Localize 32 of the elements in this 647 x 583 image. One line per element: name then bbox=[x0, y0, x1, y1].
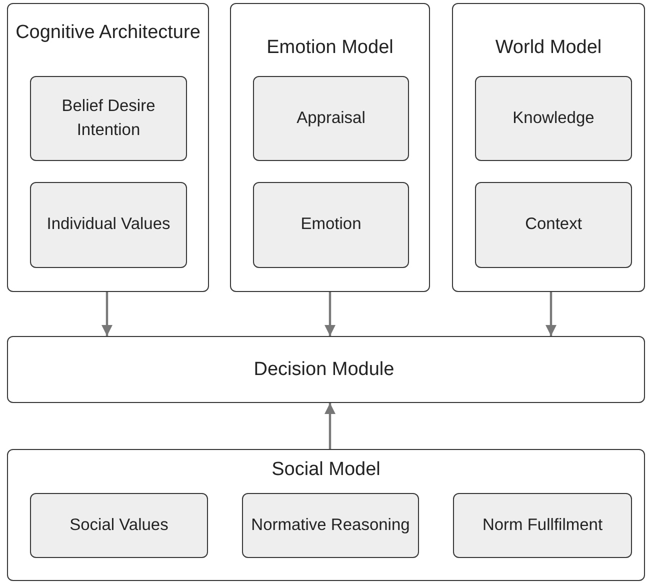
box-label: Emotion bbox=[300, 214, 362, 236]
group-title: Decision Module bbox=[252, 358, 396, 382]
group-box bbox=[230, 3, 430, 292]
box-label: Individual Values bbox=[46, 214, 170, 236]
group-title: Social Model bbox=[270, 458, 382, 482]
process-box bbox=[30, 493, 208, 558]
box-label: Normative Reasoning bbox=[251, 514, 410, 536]
group-box bbox=[7, 336, 645, 403]
box-label: Appraisal bbox=[296, 108, 366, 129]
process-box bbox=[30, 182, 187, 268]
group-title: World Model bbox=[494, 36, 603, 60]
group-box bbox=[7, 3, 209, 292]
arrow bbox=[324, 292, 336, 336]
arrow bbox=[546, 292, 556, 336]
box-label: Knowledge bbox=[512, 108, 594, 129]
box-label: Social Values bbox=[70, 514, 168, 536]
box-label: Belief Desire Intention bbox=[60, 96, 156, 140]
group-title: Cognitive Architecture bbox=[14, 21, 202, 45]
arrow bbox=[324, 403, 336, 449]
process-box bbox=[242, 493, 419, 558]
arrow bbox=[102, 292, 112, 336]
box-label: Norm Fullfilment bbox=[482, 514, 603, 536]
process-box bbox=[453, 493, 632, 558]
box-label: Context bbox=[525, 214, 582, 236]
group-box bbox=[452, 3, 645, 292]
process-box bbox=[253, 182, 409, 268]
group-box bbox=[7, 449, 645, 581]
process-box bbox=[253, 76, 409, 161]
process-box bbox=[475, 182, 632, 268]
process-box bbox=[30, 76, 187, 161]
process-box bbox=[475, 76, 632, 161]
group-title: Emotion Model bbox=[266, 36, 394, 60]
